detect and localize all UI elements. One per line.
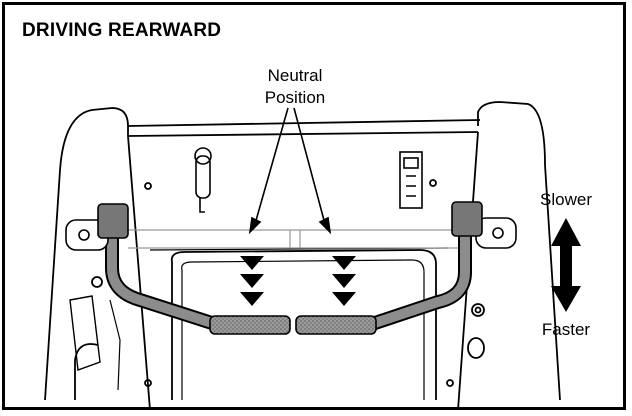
diagram-title: DRIVING REARWARD xyxy=(22,20,222,41)
rearward-arrows-right xyxy=(332,256,356,306)
rearward-arrows-left xyxy=(240,256,264,306)
neutral-leader-lines xyxy=(248,107,332,235)
lever-knob xyxy=(194,147,212,213)
right-motion-control-lever xyxy=(295,215,472,335)
neutral-label-line2: Position xyxy=(264,88,326,107)
faster-label: Faster xyxy=(541,320,591,339)
left-motion-control-lever xyxy=(105,215,291,335)
neutral-crossbar xyxy=(128,229,470,249)
right-lever-pivot xyxy=(451,201,517,249)
speed-double-arrow-icon xyxy=(551,218,581,312)
left-lever-pivot xyxy=(65,203,129,251)
machine-body xyxy=(44,101,561,411)
neutral-label-line1: Neutral xyxy=(267,66,323,85)
bracket xyxy=(399,151,423,209)
slower-label: Slower xyxy=(540,190,592,209)
